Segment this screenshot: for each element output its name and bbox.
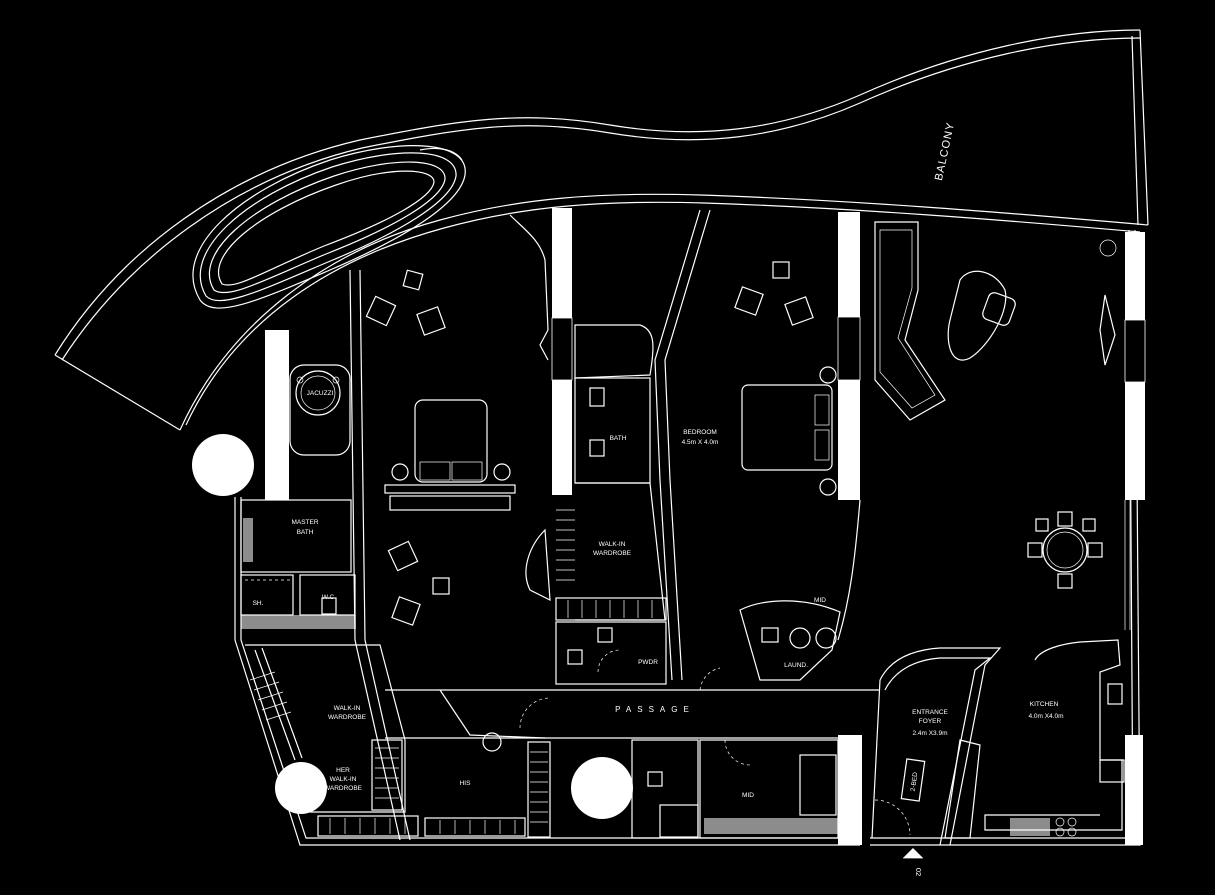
bedroom-2	[654, 209, 861, 681]
entrance-foyer	[871, 647, 1002, 846]
walkin-wardrobe-label-1: WALK-IN	[334, 705, 361, 712]
master-wardrobe	[245, 644, 419, 837]
entry-marker	[903, 848, 923, 859]
bath-label: BATH	[610, 435, 627, 442]
shower-label: SH.	[253, 600, 264, 607]
balcony-outline	[54, 29, 1149, 431]
entrance-label-1: ENTRANCE	[912, 709, 948, 716]
her-wardrobe-label-3: WARDROBE	[324, 785, 363, 792]
entry-marker-label: 02	[914, 868, 923, 876]
mid-top-label: MID	[814, 597, 826, 604]
bedroom-label: BEDROOM	[683, 429, 717, 436]
passage-label: PASSAGE	[615, 705, 695, 714]
pwdr-label: PWDR	[638, 659, 658, 666]
two-bed-label: 2-BED	[910, 772, 920, 792]
window-walls	[265, 208, 1146, 845]
kitchen	[984, 639, 1125, 837]
bedroom-size-label: 4.5m X 4.0m	[682, 439, 719, 446]
living-room	[874, 221, 1131, 630]
kitchen-label: KITCHEN	[1030, 701, 1059, 708]
mid-bottom-label: MID	[742, 792, 754, 799]
walkin-wardrobe-label-2: WARDROBE	[328, 714, 367, 721]
master-bath-label-2: BATH	[297, 529, 314, 536]
passage	[385, 667, 880, 739]
middle-bath	[525, 324, 667, 685]
wardrobe2-label-1: WALK-IN	[599, 541, 626, 548]
his-label: HIS	[460, 780, 472, 787]
jacuzzi-label: JACUZZI	[307, 390, 334, 397]
mid-room-bottom	[631, 739, 839, 839]
wc-label: W.C	[322, 594, 335, 601]
entrance-label-2: FOYER	[919, 718, 942, 725]
his-room	[424, 732, 551, 838]
master-bath	[240, 364, 356, 629]
master-bath-label-1: MASTER	[291, 519, 318, 526]
kitchen-size-label: 4.0m X4.0m	[1028, 713, 1063, 720]
round-features	[192, 434, 633, 819]
pool	[192, 145, 466, 309]
master-bedroom	[365, 214, 549, 626]
wardrobe2-label-2: WARDROBE	[593, 550, 632, 557]
laundry-label: LAUND.	[784, 662, 808, 669]
entrance-size-label: 2.4m X3.9m	[912, 730, 947, 737]
her-wardrobe-label-2: WALK-IN	[330, 776, 357, 783]
her-wardrobe-label-1: HER	[336, 767, 350, 774]
